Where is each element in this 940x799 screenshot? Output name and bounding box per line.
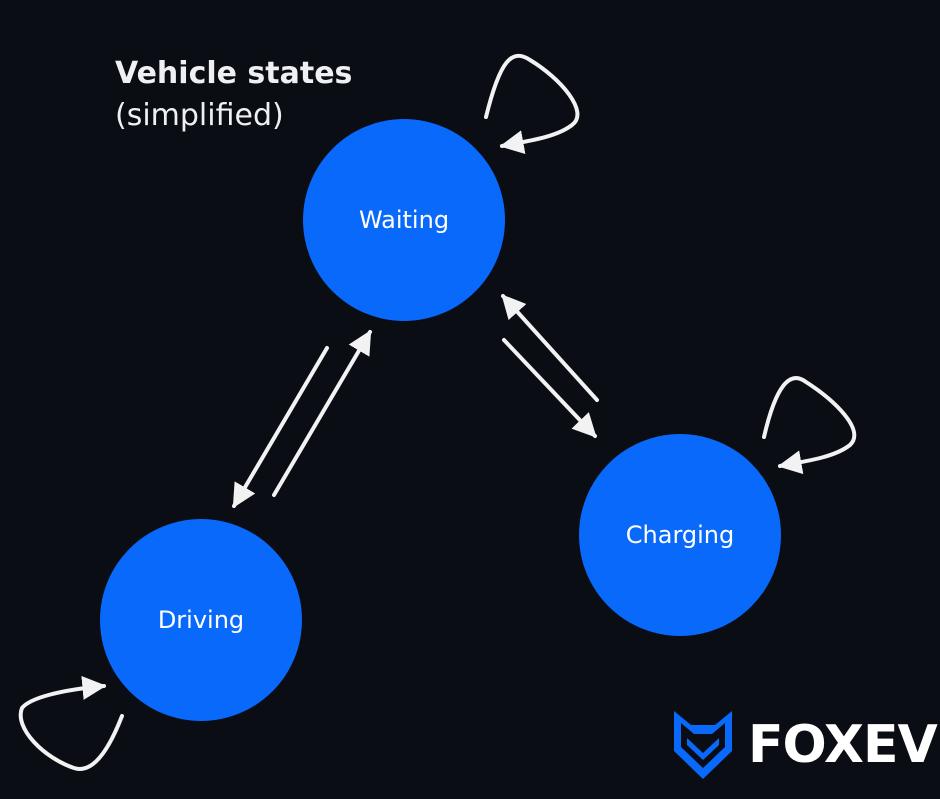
transition-waiting-to-driving: [232, 346, 329, 509]
state-waiting: Waiting: [303, 119, 505, 321]
foxev-logo: FOXEV: [672, 709, 938, 781]
state-label-charging: Charging: [625, 521, 735, 549]
state-charging: Charging: [579, 434, 781, 636]
transition-driving-to-waiting: [272, 329, 372, 497]
logo-wordmark: FOXEV: [748, 715, 938, 775]
diagram-title: Vehicle states: [115, 56, 353, 91]
transition-waiting-to-charging: [502, 338, 597, 438]
transition-charging-to-charging: [762, 376, 857, 475]
state-driving: Driving: [100, 519, 302, 721]
transition-waiting-to-waiting: [484, 53, 580, 154]
diagram-subtitle: (simplified): [115, 98, 284, 133]
state-label-driving: Driving: [157, 606, 245, 634]
transition-driving-to-driving: [18, 676, 124, 771]
fox-head-icon: [674, 711, 732, 779]
transition-charging-to-waiting: [501, 294, 599, 402]
state-label-waiting: Waiting: [358, 206, 450, 234]
